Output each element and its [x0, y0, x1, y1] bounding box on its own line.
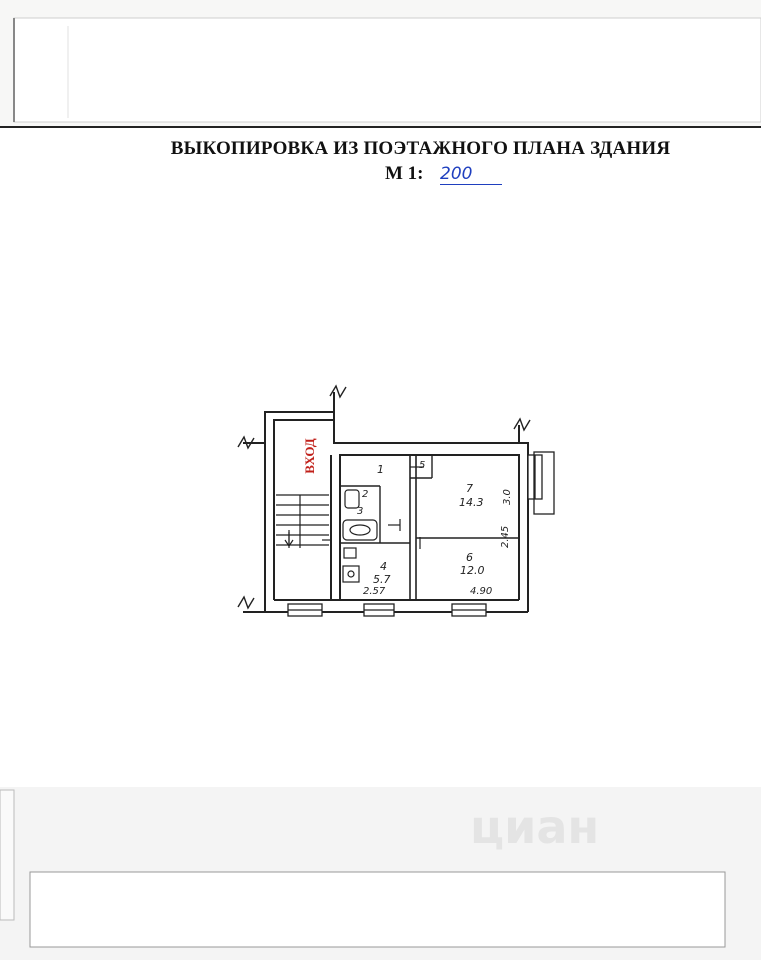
room6-width-dimension: 4.90 — [470, 586, 493, 597]
room-7-number: 7 — [466, 482, 473, 495]
room-3-number: 3 — [357, 506, 364, 517]
toilet-icon — [344, 489, 360, 509]
outer-wall — [519, 442, 529, 612]
sink-icon — [343, 547, 357, 559]
entrance-label: ВХОД — [302, 438, 317, 474]
room-6-area: 12.0 — [460, 564, 485, 577]
room7-depth-dimension: 3.0 — [502, 489, 513, 505]
room-5-number: 5 — [419, 460, 426, 471]
outer-wall — [333, 412, 520, 444]
room-7-area: 14.3 — [459, 496, 484, 509]
room6-depth-dimension: 2.45 — [500, 525, 511, 548]
room-4-area: 5.7 — [373, 573, 391, 586]
stove-icon — [342, 565, 360, 583]
room-4-number: 4 — [380, 560, 387, 573]
kitchen-width-dimension: 2.57 — [363, 586, 386, 597]
room-1-number: 1 — [377, 463, 384, 476]
watermark: циан — [470, 800, 600, 854]
outer-wall — [264, 392, 335, 612]
room-6-number: 6 — [466, 551, 473, 564]
scale-value: 200 — [440, 164, 502, 185]
room-2-number: 2 — [362, 489, 369, 500]
bathtub-icon — [342, 519, 378, 541]
scale-label: М 1: — [385, 163, 424, 184]
document-title: ВЫКОПИРОВКА ИЗ ПОЭТАЖНОГО ПЛАНА ЗДАНИЯ — [170, 138, 671, 159]
